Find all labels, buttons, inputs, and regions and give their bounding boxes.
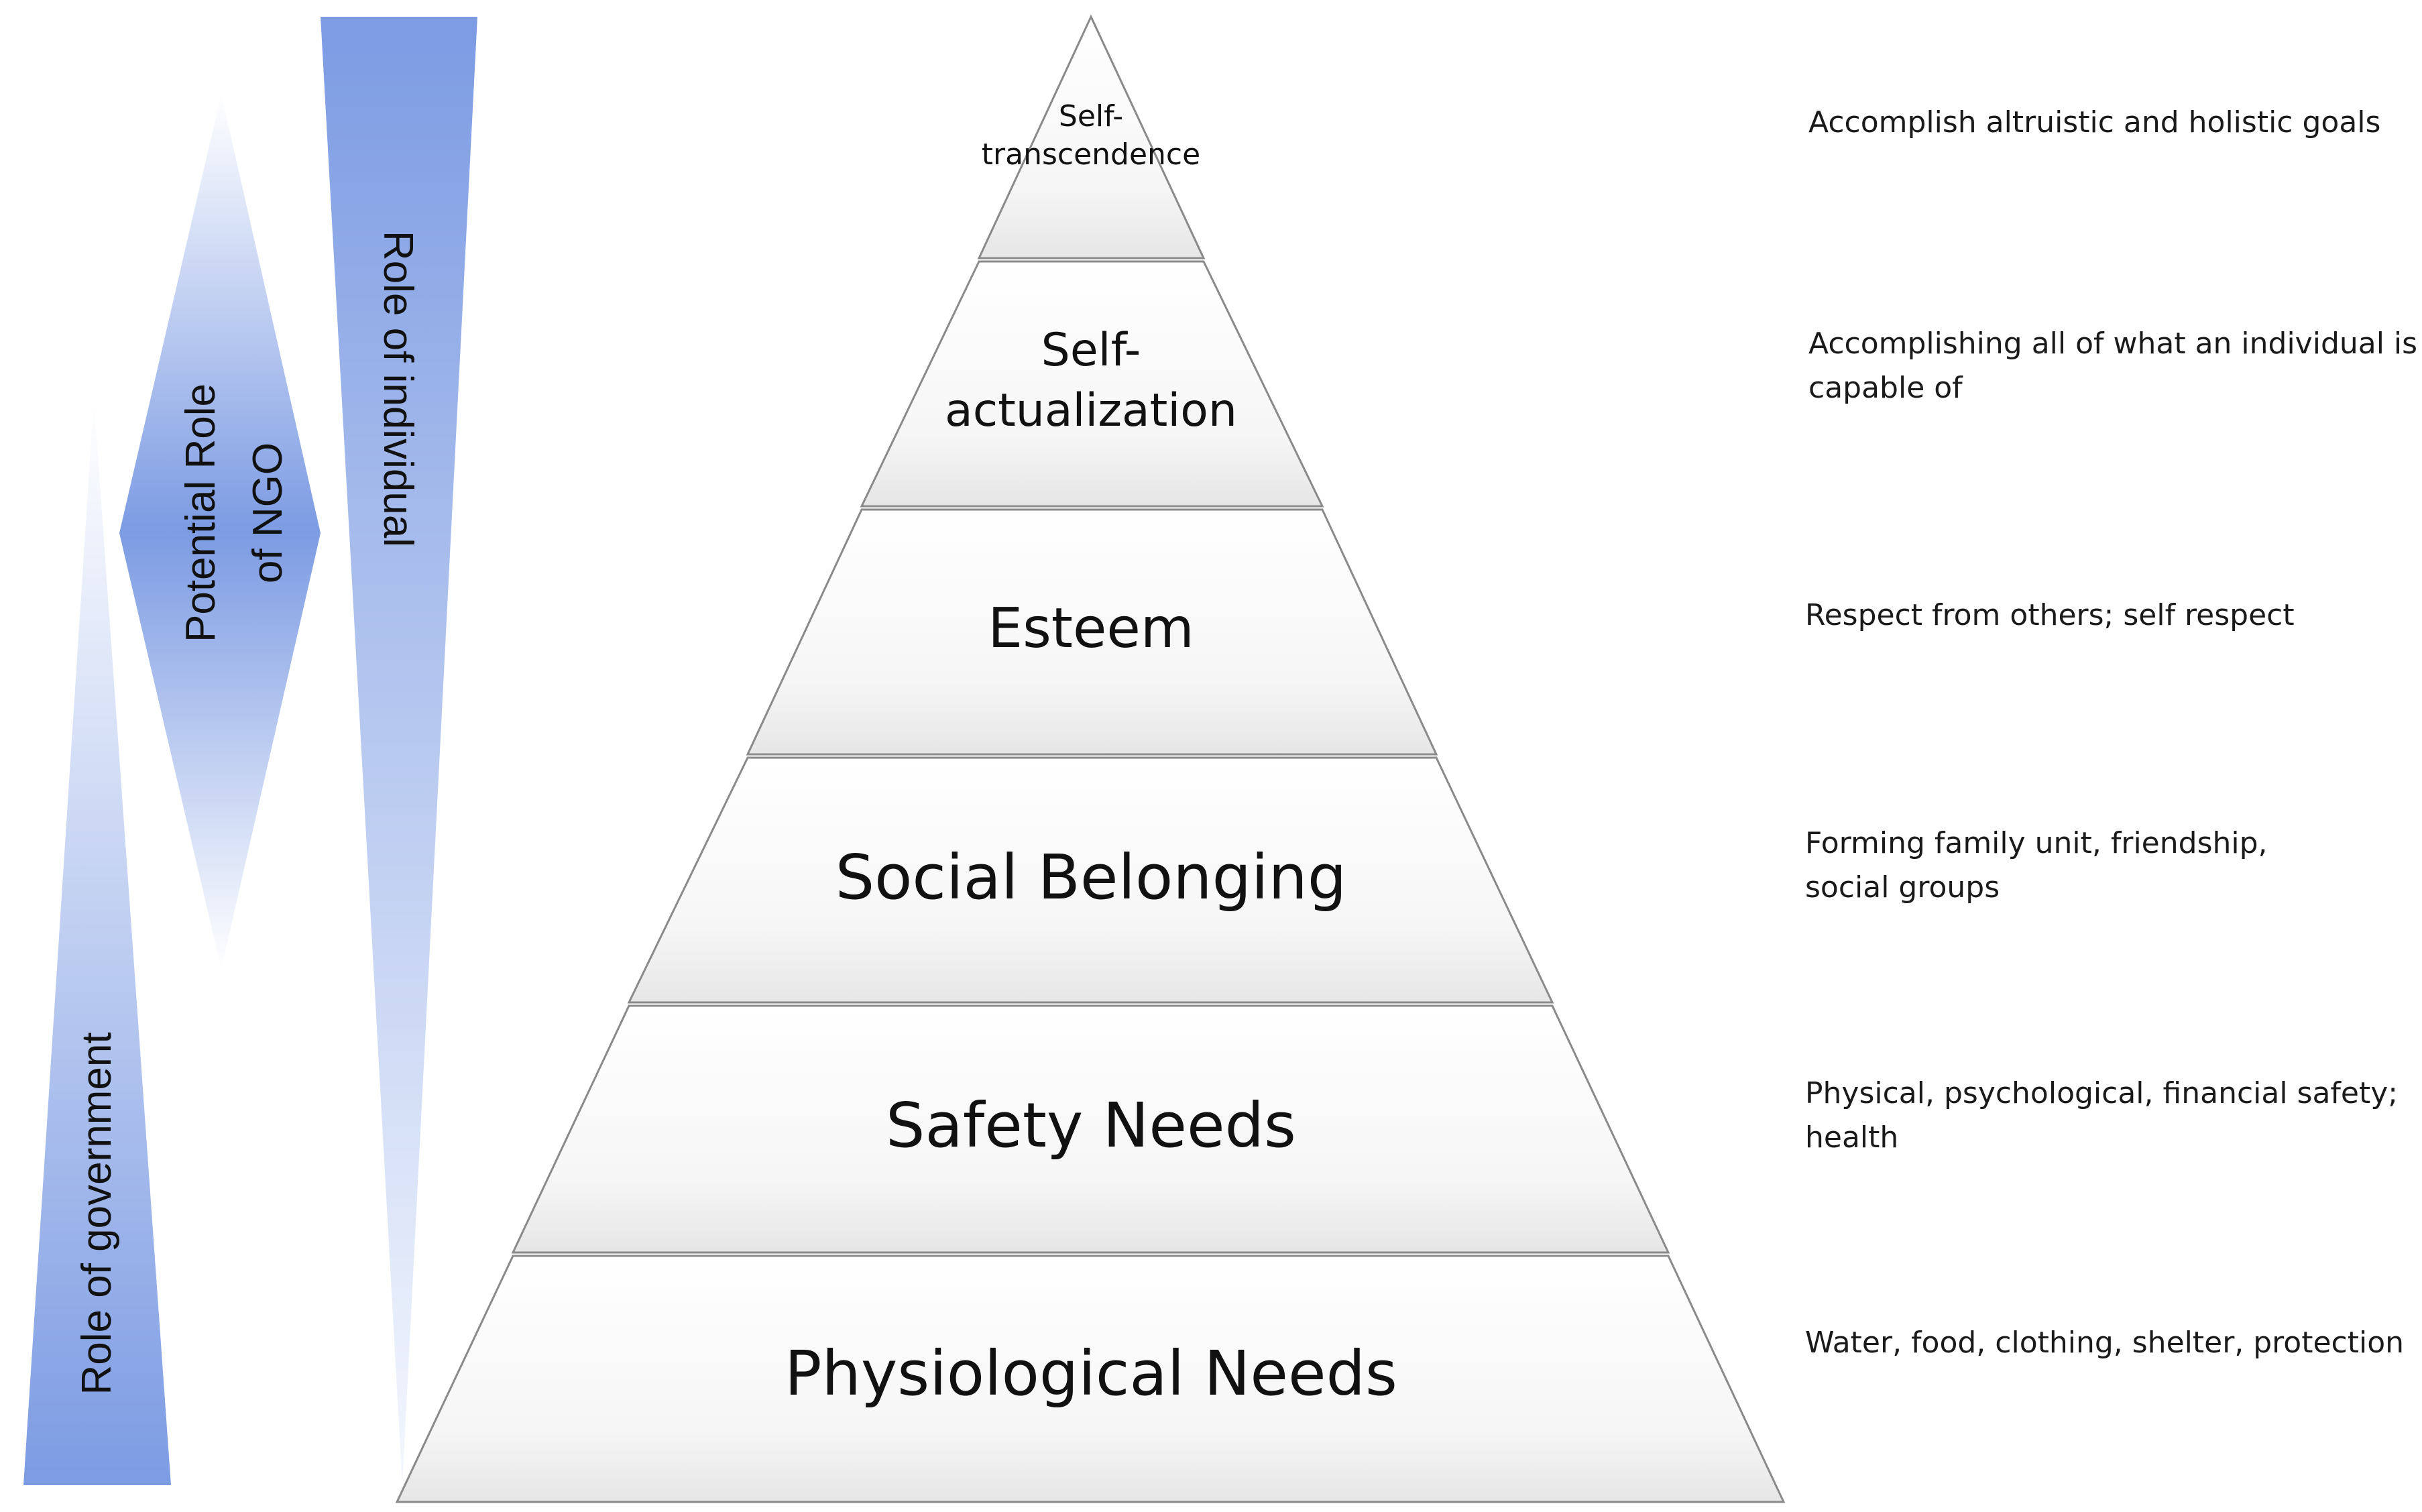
tier-shape [627,756,1554,1004]
level-label: Esteem [988,597,1194,660]
government-role-label: Role of government [74,1032,120,1395]
tier-shape [746,508,1438,756]
description-social-belonging: Forming family unit, friendship, social … [1805,826,2268,905]
individual-role-label: Role of individual [375,231,421,547]
description-self-transcendence: Accomplish altruistic and holistic goals [1808,105,2381,139]
government-role-wedge [23,399,171,1485]
tier-shape [511,1004,1670,1254]
tier-shape [977,14,1206,259]
government-role-arrow: Role of government [23,399,171,1485]
pyramid-level-safety-needs: Safety Needs [511,1004,1670,1254]
ngo-role-label-line1: Potential Role [178,384,224,642]
pyramid-level-self-actualization: Self- actualization [860,260,1324,508]
individual-role-wedge [321,17,477,1485]
description-esteem: Respect from others; self respect [1805,598,2295,632]
level-label-line2: actualization [945,384,1237,437]
pyramid-level-self-transcendence: Self- transcendence [977,14,1206,259]
pyramid-level-esteem: Esteem [746,508,1438,756]
level-label: Safety Needs [886,1090,1296,1161]
tier-shape [860,260,1324,508]
individual-role-arrow: Role of individual [321,17,477,1485]
level-label: Social Belonging [835,841,1347,913]
ngo-role-label-line2: of NGO [245,443,291,583]
level-label-line1: Self- [1041,324,1141,377]
description-physiological-needs: Water, food, clothing, shelter, protecti… [1805,1326,2405,1360]
description-safety-needs: Physical, psychological, financial safet… [1805,1076,2399,1155]
tier-shape [395,1255,1786,1503]
description-self-actualization: Accomplishing all of what an individual … [1808,327,2418,405]
level-label: Physiological Needs [785,1338,1397,1409]
ngo-role-diamond: Potential Role of NGO [119,94,321,969]
level-label-line2: transcendence [982,137,1200,172]
pyramid-level-social-belonging: Social Belonging [627,756,1554,1004]
level-label-line1: Self- [1059,99,1123,133]
ngo-role-shape [119,94,321,969]
pyramid: Self- transcendence Self- actualization … [395,14,1786,1503]
pyramid-level-physiological-needs: Physiological Needs [395,1255,1786,1503]
